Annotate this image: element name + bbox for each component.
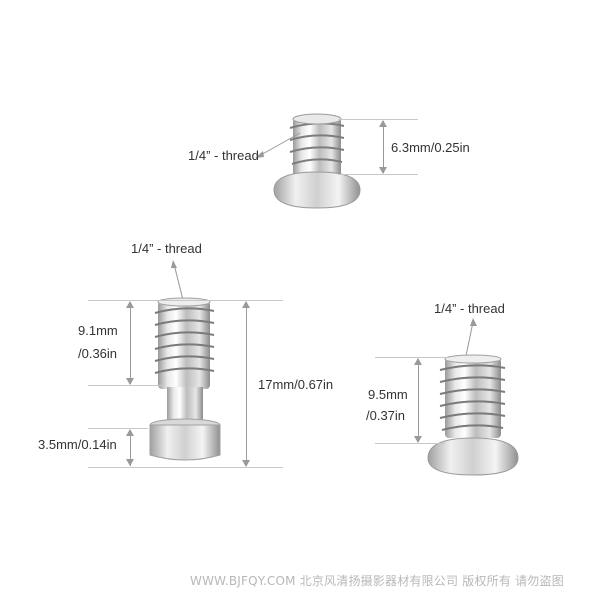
short-screw-thread-pointer xyxy=(255,132,301,158)
short-screw-thread-label: 1/4” - thread xyxy=(188,148,259,163)
arrow-down-icon xyxy=(242,460,250,467)
long-screw-head-height: 3.5mm/0.14in xyxy=(38,437,117,452)
long-screw-thread-length-in: /0.36in xyxy=(78,346,118,361)
medium-screw-dim-bottom xyxy=(375,443,445,444)
short-screw-dimension-label: 6.3mm/0.25in xyxy=(391,140,470,155)
long-screw-thread-label: 1/4” - thread xyxy=(131,241,202,256)
long-screw-head-dim-vertical xyxy=(130,430,131,466)
long-screw-total-dim-vertical xyxy=(246,302,247,466)
medium-screw-dim-vertical xyxy=(418,359,419,442)
arrow-up-icon xyxy=(126,429,134,436)
short-screw-dim-top-line xyxy=(338,119,418,120)
short-screw-dim-bottom-line xyxy=(338,174,418,175)
medium-screw-dim-top xyxy=(375,357,450,358)
short-screw-image xyxy=(273,113,361,209)
arrow-down-icon xyxy=(126,378,134,385)
medium-screw-thread-label: 1/4” - thread xyxy=(434,301,505,316)
medium-screw-length-in: /0.37in xyxy=(366,408,406,423)
arrow-down-icon xyxy=(126,459,134,466)
medium-screw-length-mm: 9.5mm xyxy=(368,387,408,402)
arrow-down-icon xyxy=(379,167,387,174)
long-screw-thread-length-mm: 9.1mm xyxy=(78,323,118,338)
long-screw-thread-dim-bottom xyxy=(88,385,163,386)
arrow-up-icon xyxy=(414,358,422,365)
arrow-up-icon xyxy=(242,301,250,308)
long-screw-thread-dim-top xyxy=(88,300,283,301)
long-screw-thread-pointer xyxy=(171,260,184,301)
long-screw-total-dim-bottom xyxy=(88,467,283,468)
long-screw-head-dim-top xyxy=(88,428,148,429)
long-screw-total-length: 17mm/0.67in xyxy=(258,377,334,392)
long-screw-thread-dim-vertical xyxy=(130,302,131,384)
arrow-down-icon xyxy=(414,436,422,443)
short-screw-dim-vertical xyxy=(383,121,384,173)
medium-screw-image xyxy=(427,354,519,476)
medium-screw-thread-pointer xyxy=(465,318,477,357)
long-screw-image xyxy=(149,297,221,461)
watermark-text: WWW.BJFQY.COM 北京风清扬摄影器材有限公司 版权所有 请勿盗图 xyxy=(190,574,564,588)
arrow-up-icon xyxy=(379,120,387,127)
arrow-up-icon xyxy=(126,301,134,308)
